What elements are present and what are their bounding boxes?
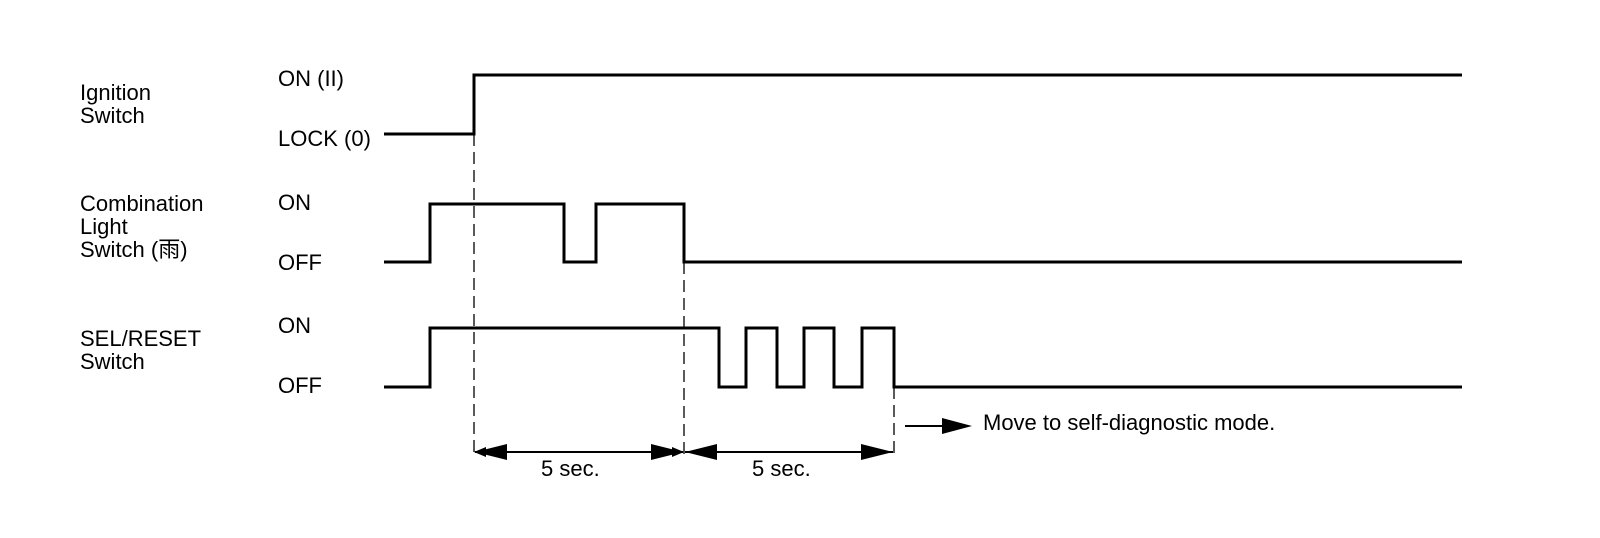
signal-name-line: Switch xyxy=(80,103,145,128)
sel-reset-high-label: ON xyxy=(278,313,311,338)
ignition-switch-name: Ignition Switch xyxy=(80,80,151,129)
combination-light-switch-name: Combination Light Switch (⾬) xyxy=(80,191,204,263)
ignition-switch-waveform xyxy=(384,73,1462,136)
self-diagnostic-note: Move to self-diagnostic mode. xyxy=(983,410,1276,435)
interval-2-arrow xyxy=(685,444,893,460)
interval-1-arrow xyxy=(474,444,684,460)
sel-reset-switch-waveform xyxy=(384,326,1462,389)
sel-reset-switch-name: SEL/RESET Switch xyxy=(80,326,201,375)
interval-1-label: 5 sec. xyxy=(541,456,600,481)
signal-name-line: SEL/RESET xyxy=(80,326,202,351)
sel-reset-low-label: OFF xyxy=(278,373,322,398)
signal-name-line: Switch xyxy=(80,349,145,374)
combination-high-label: ON xyxy=(278,190,311,215)
signal-name-line: Ignition xyxy=(80,80,151,105)
signal-name-line: Switch (⾬) xyxy=(80,237,188,262)
combination-low-label: OFF xyxy=(278,250,322,275)
ignition-high-label: ON (II) xyxy=(278,66,344,91)
signal-name-line: Light xyxy=(80,214,128,239)
interval-2-label: 5 sec. xyxy=(752,456,811,481)
ignition-low-label: LOCK (0) xyxy=(278,126,371,151)
signal-name-line: Combination xyxy=(80,191,204,216)
combination-light-switch-waveform xyxy=(384,202,1462,264)
self-diagnostic-arrow xyxy=(905,418,972,434)
